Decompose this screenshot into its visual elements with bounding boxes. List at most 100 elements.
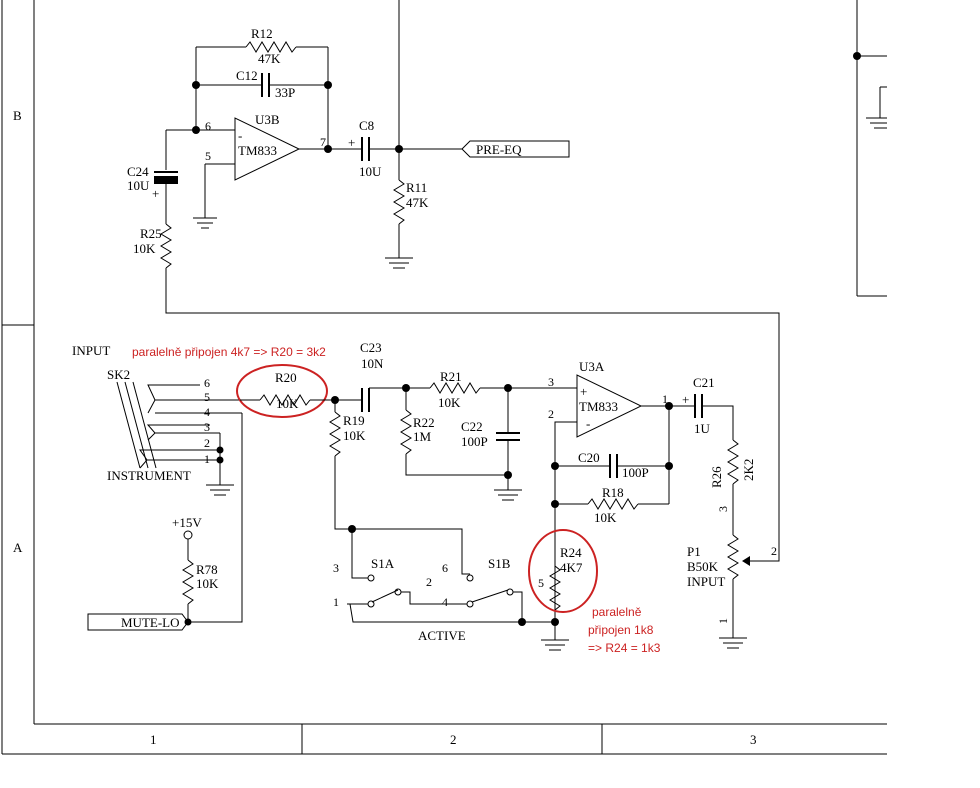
- u3a-minus-sign: -: [586, 416, 590, 431]
- c21-value: 1U: [694, 421, 711, 436]
- c24-plus: +: [152, 186, 159, 201]
- r25-value: 10K: [133, 241, 156, 256]
- column-label-3: 3: [750, 732, 757, 747]
- sk2-pin-6: 6: [204, 376, 210, 390]
- p1-ref: P1: [687, 544, 701, 559]
- c24-plate: [154, 176, 178, 184]
- c20-ref: C20: [578, 450, 600, 465]
- r24-resistor: [549, 565, 561, 611]
- c23-ref: C23: [360, 340, 382, 355]
- p1-pin-3: 3: [716, 506, 730, 512]
- r20-ref: R20: [275, 370, 297, 385]
- c24-ref: C24: [127, 164, 149, 179]
- u3b-opamp: [234, 117, 301, 181]
- r18-resistor: [587, 498, 639, 510]
- c21-plus: +: [682, 392, 689, 407]
- r24-pin-5: 5: [538, 576, 544, 590]
- column-label-1: 1: [150, 732, 157, 747]
- s1a-ref: S1A: [371, 556, 395, 571]
- r26-value: 2K2: [741, 459, 756, 481]
- drawing-frame: B A 1 2 3: [1, 0, 887, 755]
- u3a-part: TM833: [579, 399, 618, 414]
- r22-value: 1M: [413, 429, 432, 444]
- r26-ref: R26: [709, 466, 724, 488]
- s1a-switch: S1A 3 1 2: [333, 556, 522, 623]
- r19-resistor: [329, 411, 341, 457]
- r20-annotation: paralelně připojen 4k7 => R20 = 3k2: [132, 345, 326, 359]
- c23-value: 10N: [361, 356, 384, 371]
- sk2-pin-4: 4: [204, 405, 210, 419]
- p1-value: B50K: [687, 559, 719, 574]
- row-label-b: B: [13, 108, 22, 123]
- r19-ref: R19: [343, 413, 365, 428]
- ground-symbol-p1: [719, 637, 747, 649]
- r12-ref: R12: [251, 26, 273, 41]
- s1a-pin-3: 3: [333, 561, 339, 575]
- u3b-part: TM833: [238, 143, 277, 158]
- row-label-a: A: [13, 540, 23, 555]
- s1b-pin-4: 4: [442, 595, 448, 609]
- p1-potentiometer: [727, 534, 739, 580]
- s1b-ref: S1B: [488, 556, 511, 571]
- u3b-minus-sign: -: [238, 128, 242, 143]
- switch-active-label: ACTIVE: [418, 628, 466, 643]
- r24-highlight-circle: [528, 529, 598, 613]
- pre-eq-port: [461, 140, 570, 158]
- c12-value: 33P: [275, 85, 295, 100]
- r24-ref: R24: [560, 545, 582, 560]
- r78-value: 10K: [196, 576, 219, 591]
- sk2-pin-3: 3: [204, 420, 210, 434]
- r11-value: 47K: [406, 195, 429, 210]
- c20-value: 100P: [622, 465, 649, 480]
- s1a-pin-1: 1: [333, 595, 339, 609]
- c12-ref: C12: [236, 68, 258, 83]
- c22-ref: C22: [461, 419, 483, 434]
- column-label-2: 2: [450, 732, 457, 747]
- p1-name: INPUT: [687, 574, 725, 589]
- u3a-pin-1: 1: [662, 392, 668, 406]
- right-partial-circuit: [853, 0, 887, 297]
- c24-value: 10U: [127, 178, 150, 193]
- sk2-pin-2: 2: [204, 436, 210, 450]
- r22-resistor: [400, 409, 412, 455]
- r24-annotation-line-1: paralelně: [592, 605, 642, 619]
- supply-label: +15V: [172, 515, 202, 530]
- r21-ref: R21: [440, 369, 462, 384]
- u3a-pin-3: 3: [548, 375, 554, 389]
- sk2-pin-1: 1: [204, 452, 210, 466]
- u3a-ref: U3A: [579, 359, 605, 374]
- r24-annotation-line-3: => R24 = 1k3: [588, 641, 661, 655]
- u3b-pin-6: 6: [205, 119, 211, 133]
- s1a-pin-2: 2: [426, 575, 432, 589]
- sk2-subtitle: INSTRUMENT: [107, 468, 191, 483]
- u3b-ref: U3B: [255, 112, 280, 127]
- u3a-opamp: [576, 374, 643, 438]
- ground-symbol-sk2: [206, 484, 234, 496]
- mute-lo-label: MUTE-LO: [121, 615, 180, 630]
- r25-resistor: [160, 223, 172, 269]
- p1-pin-1: 1: [716, 618, 730, 624]
- u3a-plus-sign: +: [580, 384, 587, 399]
- c22-value: 100P: [461, 434, 488, 449]
- r18-value: 10K: [594, 510, 617, 525]
- c8-value: 10U: [359, 164, 382, 179]
- ground-symbol-u3b: [193, 217, 217, 229]
- u3a-pin-2: 2: [548, 407, 554, 421]
- c21-ref: C21: [693, 375, 715, 390]
- r20-highlight-circle: [236, 364, 328, 418]
- r25-ref: R25: [140, 226, 162, 241]
- r18-ref: R18: [602, 485, 624, 500]
- r78-ref: R78: [196, 562, 218, 577]
- sk2-pin-5: 5: [204, 390, 210, 404]
- sk2-title: INPUT: [72, 343, 110, 358]
- r24-annotation-line-2: připojen 1k8: [588, 623, 654, 637]
- s1b-switch: S1B 6 4: [442, 556, 555, 626]
- r20-resistor: [259, 394, 311, 406]
- supply-terminal: [183, 530, 193, 540]
- r21-resistor: [429, 382, 481, 394]
- sk2-ref: SK2: [107, 367, 130, 382]
- r78-resistor: [182, 559, 194, 605]
- ground-symbol-r11: [385, 257, 413, 269]
- mute-lo-port: [87, 613, 189, 631]
